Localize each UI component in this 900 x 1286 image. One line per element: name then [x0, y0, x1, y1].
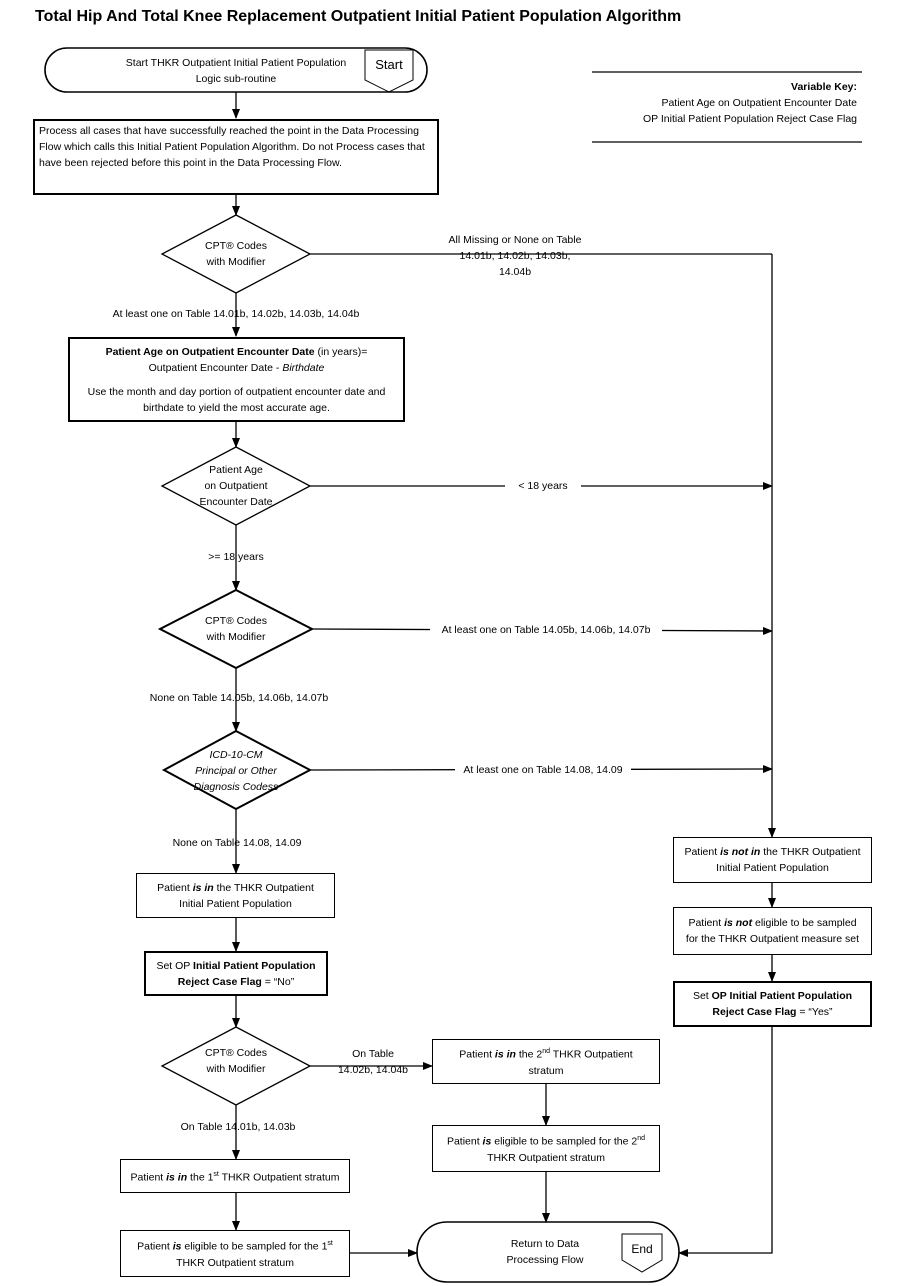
reject-flag-yes-box: Set OP Initial Patient Population Reject… — [673, 981, 872, 1027]
patient-age-box: Patient Age on Outpatient Encounter Date… — [68, 337, 405, 422]
start-label: Start THKR Outpatient Initial Patient Po… — [125, 57, 347, 85]
branch-label-under-18: < 18 years — [505, 478, 581, 494]
end-tag-shape — [621, 1233, 663, 1273]
branch-label-none-14-05: None on Table 14.05b, 14.06b, 14.07b — [149, 692, 329, 704]
not-in-ipp-box: Patient is not in the THKR Outpatient In… — [673, 837, 872, 883]
end-tag: End — [631, 1242, 653, 1256]
branch-label-18-or-over: >= 18 years — [208, 551, 264, 563]
variable-key: Variable Key: Patient Age on Outpatient … — [592, 79, 857, 127]
in-ipp-box: Patient is in the THKR Outpatient Initia… — [136, 873, 335, 918]
branch-label-at-least-one-14-08: At least one on Table 14.08, 14.09 — [455, 762, 631, 778]
not-eligible-box: Patient is not eligible to be sampled fo… — [673, 907, 872, 955]
branch-label-at-least-one-14-01: At least one on Table 14.01b, 14.02b, 14… — [112, 308, 360, 320]
variable-key-item: OP Initial Patient Population Reject Cas… — [642, 113, 857, 125]
process-all-box: Process all cases that have successfully… — [33, 119, 439, 195]
variable-key-item: Patient Age on Outpatient Encounter Date — [661, 97, 857, 109]
branch-label-none-14-08: None on Table 14.08, 14.09 — [172, 837, 302, 849]
stratum-2-box: Patient is in the 2nd THKR Outpatient st… — [432, 1039, 660, 1084]
eligible-stratum-1-box: Patient is eligible to be sampled for th… — [120, 1230, 350, 1277]
eligible-stratum-2-box: Patient is eligible to be sampled for th… — [432, 1125, 660, 1172]
start-tag-shape — [364, 49, 414, 93]
start-tag: Start — [375, 57, 403, 72]
reject-flag-no-box: Set OP Initial Patient Population Reject… — [144, 951, 328, 996]
branch-label-at-least-one-14-05: At least one on Table 14.05b, 14.06b, 14… — [430, 622, 662, 638]
page-title: Total Hip And Total Knee Replacement Out… — [35, 8, 682, 25]
stratum-1-box: Patient is in the 1st THKR Outpatient st… — [120, 1159, 350, 1193]
branch-label-on-table-14-01: On Table 14.01b, 14.03b — [180, 1121, 296, 1133]
